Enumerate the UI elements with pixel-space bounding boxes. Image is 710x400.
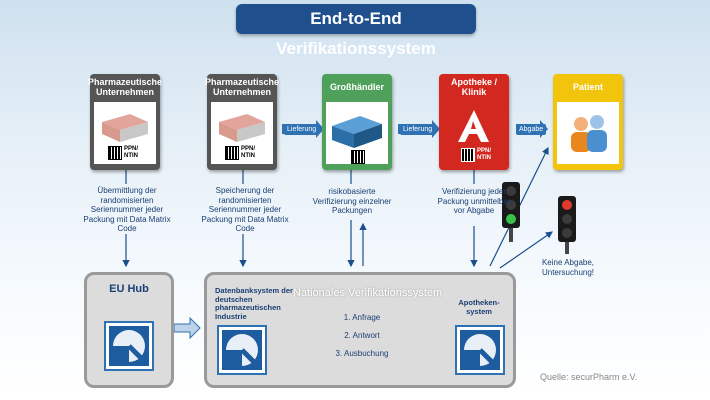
card-apotheke: Apotheke / Klinik PPN/ NTIN <box>439 74 509 170</box>
red-traffic-light-icon <box>558 196 576 254</box>
message-antwort: 2. Antwort <box>344 331 380 340</box>
system-logo-icon <box>455 325 505 375</box>
people-icon <box>557 102 619 164</box>
data-matrix-icon <box>225 146 239 160</box>
note-keine-abgabe: Keine Abgabe, Untersuchung! <box>541 258 595 277</box>
source-caption: Quelle: securPharm e.V. <box>540 372 638 382</box>
green-traffic-light-icon <box>502 182 520 242</box>
system-logo-icon <box>104 321 154 371</box>
note-speicherung: Speicherung der randomisierten Seriennum… <box>201 186 289 233</box>
data-matrix-icon <box>108 146 122 160</box>
card-pharma-2: Pharmazeutische Unternehmen PPN/ NTIN <box>204 74 280 170</box>
warehouse-icon <box>326 102 388 164</box>
arrow-label-abgabe: Abgabe <box>516 124 547 135</box>
apotheken-system-label: Apotheken-system <box>458 298 500 316</box>
message-ausbuchung: 3. Ausbuchung <box>335 349 389 358</box>
system-logo-icon <box>217 325 267 375</box>
card-title: Pharmazeutische Unternehmen <box>204 77 280 97</box>
national-system-title: Nationales Verifikationssystem <box>293 287 443 299</box>
eu-hub-panel: EU Hub <box>84 272 174 388</box>
factory-icon: PPN/ NTIN <box>94 102 156 164</box>
card-title: Großhändler <box>329 82 384 92</box>
ppn-label: PPN/ NTIN <box>241 146 256 159</box>
national-system-panel: Nationales Verifikationssystem Datenbank… <box>204 272 516 388</box>
card-grosshaendler: Großhändler <box>322 74 392 170</box>
card-pharma-1: Pharmazeutische Unternehmen PPN/ NTIN <box>87 74 163 170</box>
message-anfrage: 1. Anfrage <box>343 313 381 322</box>
ppn-label: PPN/ NTIN <box>477 148 492 161</box>
note-verifizierung: Verifizierung jeder Packung unmittelbar … <box>437 187 511 215</box>
page-title: End-to-End Verifikationssystem <box>236 4 476 58</box>
ppn-label: PPN/ NTIN <box>124 146 139 159</box>
arrow-label-lieferung-2: Lieferung <box>400 124 436 135</box>
card-title: Pharmazeutische Unternehmen <box>87 77 163 97</box>
card-patient: Patient <box>553 74 623 170</box>
note-uebermittlung: Übermittlung der randomisierten Seriennu… <box>83 186 171 233</box>
data-matrix-icon <box>351 150 365 164</box>
card-title: Patient <box>572 82 603 92</box>
data-matrix-icon <box>461 148 475 162</box>
eu-hub-label: EU Hub <box>109 283 149 295</box>
note-risikobasiert: risikobasierte Verifizierung einzelner P… <box>312 187 392 215</box>
pharmacy-icon: PPN/ NTIN <box>443 102 505 164</box>
arrow-label-lieferung-1: Lieferung <box>284 124 320 135</box>
factory-icon: PPN/ NTIN <box>211 102 273 164</box>
card-title: Apotheke / Klinik <box>450 77 497 97</box>
db-system-label: Datenbanksystem der deutschen pharmazeut… <box>215 286 293 321</box>
